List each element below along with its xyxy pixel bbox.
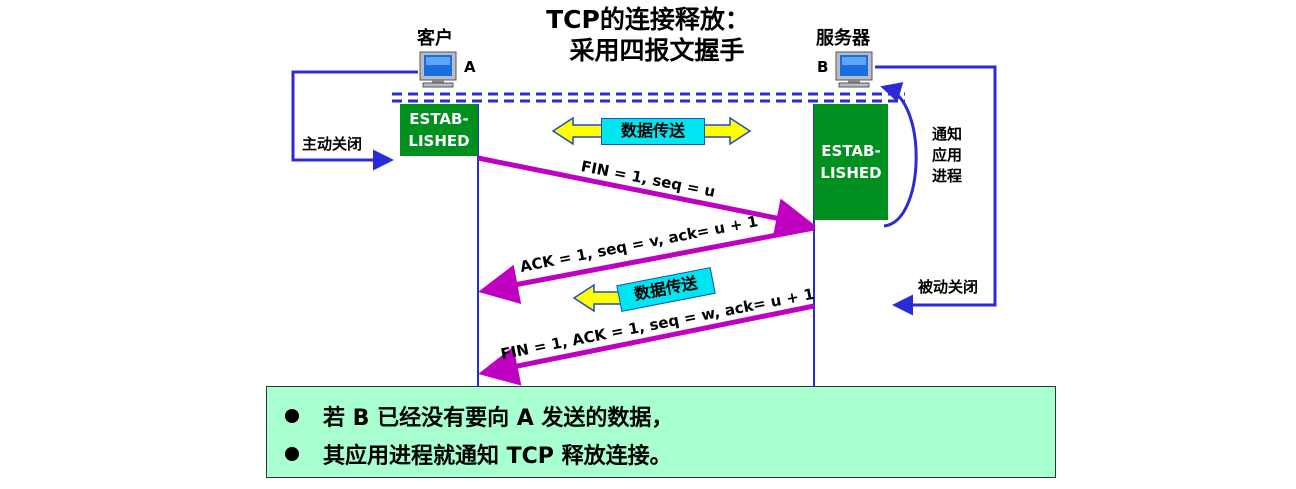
note-text-1: 若 B 已经没有要向 A 发送的数据， bbox=[323, 406, 674, 431]
data-transfer-tag-1: 数据传送 bbox=[601, 118, 705, 145]
server-name: 服务器 bbox=[816, 28, 870, 49]
bullet-icon bbox=[285, 409, 299, 423]
bullet-icon bbox=[285, 447, 299, 461]
note-item: 其应用进程就通知 TCP 释放连接。 bbox=[285, 435, 1055, 473]
note-item: 若 B 已经没有要向 A 发送的数据， bbox=[285, 397, 1055, 435]
notify-app-arrow bbox=[880, 82, 918, 228]
server-letter: B bbox=[817, 58, 829, 76]
active-close-arrow bbox=[291, 70, 418, 171]
server-established-state: ESTAB- LISHED bbox=[814, 104, 888, 220]
title-line-1: TCP的连接释放： bbox=[546, 5, 750, 34]
passive-close-arrow bbox=[875, 65, 997, 316]
notify-app-label: 通知 应用 进程 bbox=[932, 124, 962, 187]
title-line-2: 采用四报文握手 bbox=[569, 36, 745, 65]
active-close-label: 主动关闭 bbox=[302, 135, 363, 153]
computer-icon bbox=[835, 51, 873, 88]
client-state-line-1: ESTAB- bbox=[409, 110, 469, 128]
notify-app-line-2: 应用 bbox=[932, 146, 963, 164]
fin-ack-arrow bbox=[478, 303, 815, 386]
notify-app-line-1: 通知 bbox=[932, 125, 963, 143]
client-name: 客户 bbox=[417, 28, 453, 49]
note-box: 若 B 已经没有要向 A 发送的数据， 其应用进程就通知 TCP 释放连接。 bbox=[266, 386, 1056, 478]
client-established-state: ESTAB- LISHED bbox=[400, 104, 478, 156]
fin-arrow bbox=[477, 155, 816, 238]
server-state-line-1: ESTAB- bbox=[821, 142, 881, 160]
client-state-line-2: LISHED bbox=[408, 132, 470, 150]
title: TCP的连接释放： 采用四报文握手 bbox=[528, 4, 768, 66]
ack-arrow bbox=[478, 225, 815, 305]
connection-dashed-line bbox=[392, 92, 905, 103]
notify-app-line-3: 进程 bbox=[932, 167, 963, 185]
server-state-line-2: LISHED bbox=[820, 164, 882, 182]
client-letter: A bbox=[464, 58, 476, 76]
computer-icon bbox=[419, 51, 457, 88]
note-text-2: 其应用进程就通知 TCP 释放连接。 bbox=[323, 444, 672, 469]
passive-close-label: 被动关闭 bbox=[918, 278, 979, 296]
